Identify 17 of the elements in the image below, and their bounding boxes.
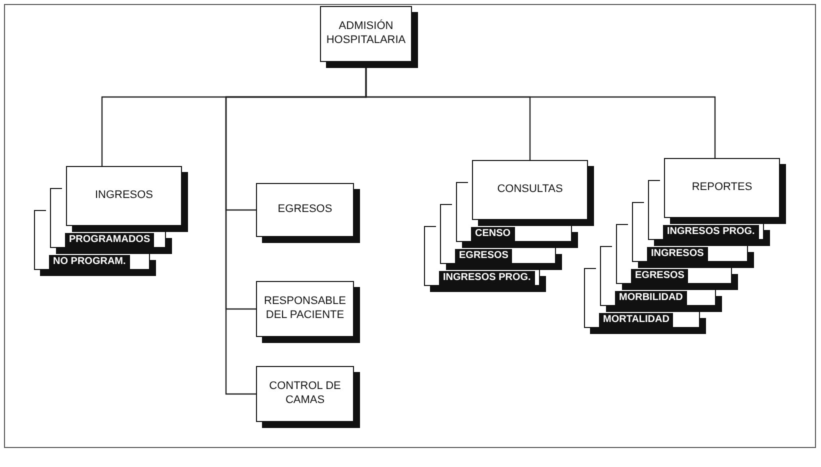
card-label: PROGRAMADOS [65,233,154,247]
box-label: RESPONSABLE DEL PACIENTE [263,295,347,323]
card-label: MORTALIDAD [599,313,674,327]
box-label: INGRESOS [94,189,154,203]
card-label: INGRESOS PROG. [439,271,535,285]
card-label: NO PROGRAM. [49,255,130,269]
box-label: EGRESOS [278,203,332,217]
box-label: CONSULTAS [497,183,563,197]
box-label: REPORTES [692,181,752,195]
box-label: CONTROL DE CAMAS [268,380,342,408]
card-label: CENSO [471,227,515,241]
card-label: INGRESOS [647,247,708,261]
card-label: EGRESOS [455,249,512,263]
card-label: MORBILIDAD [615,291,687,305]
box-label: ADMISIÓN HOSPITALARIA [325,20,407,48]
card-label: INGRESOS PROG. [663,225,759,239]
card-label: EGRESOS [631,269,688,283]
